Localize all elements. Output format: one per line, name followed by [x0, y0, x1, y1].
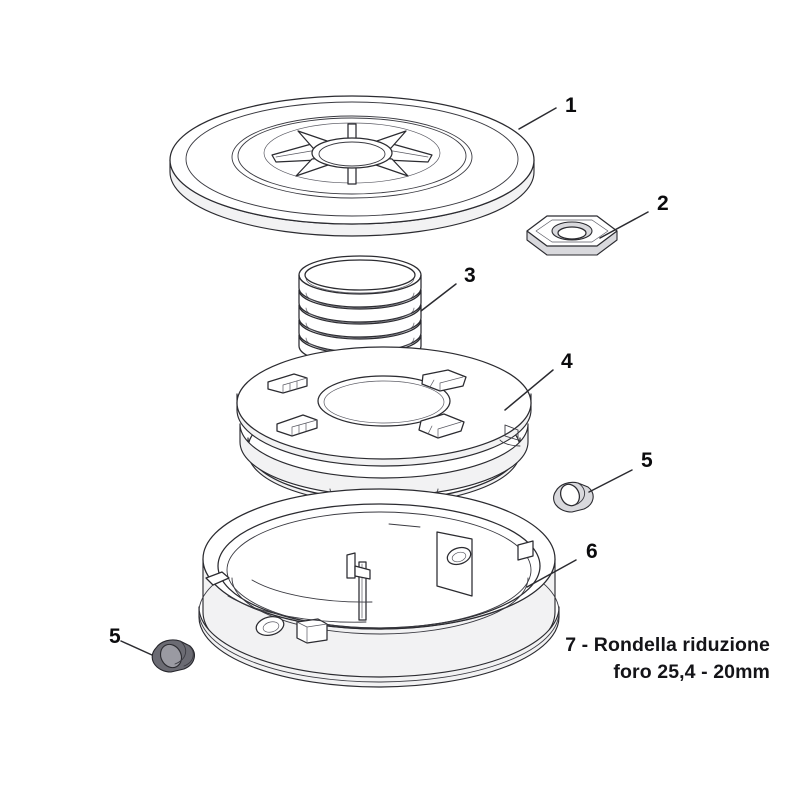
callout-leaders — [120, 107, 649, 656]
leader-5a — [588, 469, 633, 493]
hub-vane-right-crease — [386, 149, 429, 158]
caption-line-2: foro 25,4 - 20mm — [613, 661, 770, 683]
spring-wire-highlight-3 — [305, 307, 415, 324]
spring-top-opening — [304, 259, 416, 291]
hex-nut-chamfer — [535, 219, 609, 243]
spool-lugs — [267, 369, 467, 439]
callout-number-5-right: 5 — [641, 449, 653, 472]
housing-front-boss-crease — [296, 621, 328, 644]
callout-number-4: 4 — [561, 350, 573, 373]
leader-5b — [120, 640, 153, 656]
housing-inner-ledge-post — [346, 552, 356, 579]
housing-eyelet-hole-front-inner — [262, 621, 280, 633]
housing-rim-notch — [388, 523, 421, 528]
leader-1 — [518, 107, 557, 130]
housing-eyelet-hole-front — [255, 616, 285, 636]
part-5-eyelet-left — [151, 639, 195, 673]
spring-wire-highlight-4 — [305, 322, 415, 339]
spool-center-recess-inner — [323, 380, 445, 424]
housing-front-boss — [296, 618, 328, 644]
cover-disc-ring-mid — [231, 115, 473, 199]
part-2-hex-nut — [526, 215, 618, 256]
part-7-caption-block: 7 - Rondella riduzione foro 25,4 - 20mm — [565, 634, 770, 683]
leader-4 — [504, 369, 554, 411]
housing-rim-tab-right — [517, 540, 534, 561]
spool-lug-lower-right-detail — [427, 421, 462, 439]
housing-front-lip-arc — [227, 595, 367, 623]
cover-disc-ring-mid-inner — [237, 117, 467, 195]
eyelet-right-edge — [574, 482, 586, 506]
callout-number-6: 6 — [586, 540, 598, 563]
spool-lug-upper-right-detail — [429, 376, 464, 392]
spring-wire-highlight-2 — [305, 292, 415, 309]
caption-line-1: 7 - Rondella riduzione — [565, 634, 770, 656]
leader-6 — [526, 559, 577, 588]
callout-number-3: 3 — [464, 264, 476, 287]
spring-coil-2-band — [298, 289, 422, 323]
spring-coil-4-band — [298, 319, 422, 353]
spring-wire-highlight-1 — [305, 277, 415, 294]
callout-number-1: 1 — [565, 94, 577, 117]
spool-lug-lower-left-detail — [291, 419, 318, 437]
housing-eyelet-hole-right-inner — [451, 551, 467, 563]
housing-bore-edge — [226, 511, 532, 629]
cover-disc-ring-outer — [185, 101, 519, 217]
spool-side-notch-curve — [499, 439, 521, 447]
callout-number-2: 2 — [657, 192, 669, 215]
spool-side-notch — [504, 424, 519, 441]
housing-inner-shelf — [251, 579, 373, 603]
part-1-spool-cover-disc — [169, 95, 535, 237]
part-5-eyelet-right — [553, 481, 594, 513]
leader-3 — [420, 283, 457, 312]
leader-2 — [599, 211, 649, 239]
eyelet-left-edges — [174, 640, 194, 667]
housing-inner-tab — [354, 565, 371, 580]
cover-disc-center-bore-outer — [311, 137, 393, 169]
eyelet-left-bore — [159, 643, 183, 669]
housing-inner-floor-curve — [231, 577, 529, 635]
cover-disc-center-bore-inner — [318, 141, 386, 167]
callout-numbers: 1 2 3 4 5 5 6 — [109, 94, 669, 648]
spring-coil-3-band — [298, 304, 422, 338]
part-4-line-spool — [236, 346, 532, 505]
spool-lug-lower-right — [418, 413, 465, 439]
spool-lug-upper-left-detail — [282, 377, 308, 394]
housing-interior — [231, 531, 529, 635]
spool-center-recess-outer — [317, 375, 451, 427]
hub-vane-left-crease — [275, 149, 318, 158]
hex-nut-bore-inner — [557, 226, 587, 240]
housing-rim-tab-left — [205, 571, 230, 586]
spool-line-channel — [239, 423, 529, 497]
part-6-housing-drum — [198, 488, 560, 688]
spool-lug-upper-right — [421, 369, 467, 392]
callout-number-5-left: 5 — [109, 625, 121, 648]
spring-coil-1-band — [298, 274, 422, 308]
